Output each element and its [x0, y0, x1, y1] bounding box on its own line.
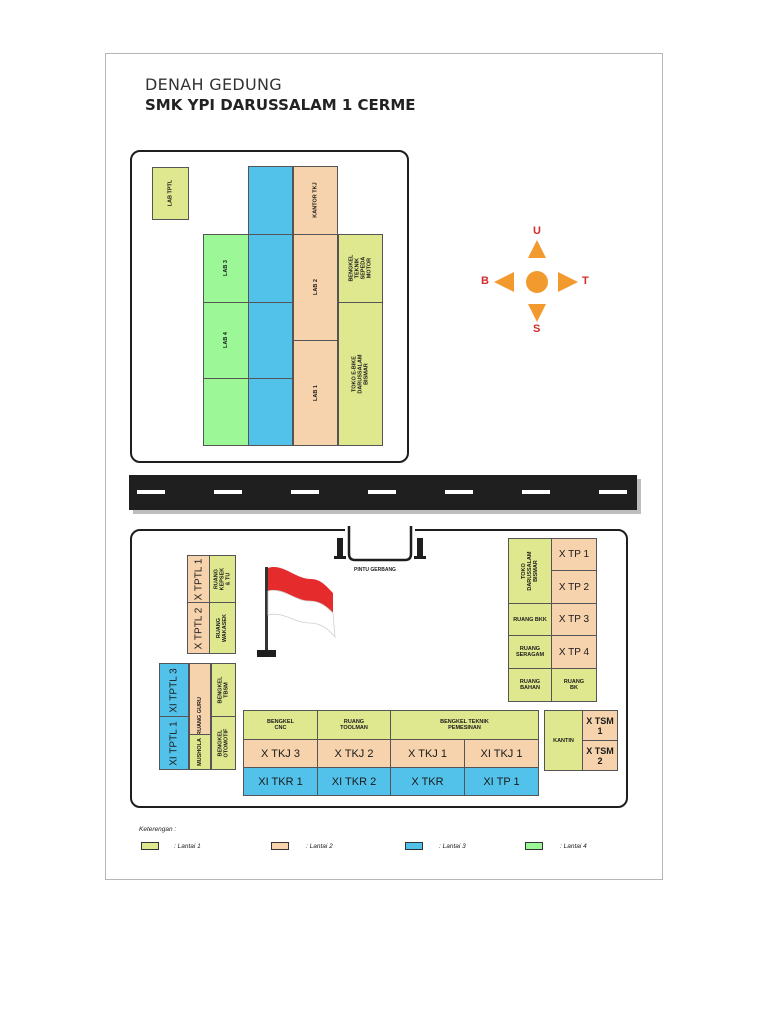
road-dash: [445, 490, 473, 494]
room-x-tkj-2: X TKJ 2: [317, 739, 391, 768]
room-x-tsm-2: X TSM 2: [582, 740, 618, 771]
legend-swatch-lantai-4: [525, 842, 543, 850]
road-dash: [522, 490, 550, 494]
room-lab-4: LAB 4: [203, 302, 249, 379]
room-x-tkr: X TKR: [390, 767, 465, 796]
room-xi-tkr-2: XI TKR 2: [317, 767, 391, 796]
room-x-tkj-1: X TKJ 1: [390, 739, 465, 768]
road-dash: [214, 490, 242, 494]
room-ruang-toolman: RUANG TOOLMAN: [317, 710, 391, 740]
room-bengkel-sepeda-motor: BENGKEL TEKNIK SEPEDA MOTOR: [338, 234, 383, 303]
room-ruang-seragam: RUANG SERAGAM: [508, 635, 552, 669]
room-xi-tptl-3: XI TPTL 3: [159, 663, 189, 717]
room-ruang-wakasek: RUANG WAKASEK: [209, 602, 236, 654]
road-dash: [368, 490, 396, 494]
room-kantor-tkj: KANTOR TKJ: [293, 166, 338, 235]
room-lab-tptl: LAB TPTL: [152, 167, 189, 220]
room-mushola: MUSHOLA: [189, 734, 211, 770]
compass-north-label: U: [533, 225, 541, 237]
gate-icon: [334, 526, 426, 562]
gate-label: PINTU GERBANG: [354, 567, 396, 573]
room-bengkel-cnc: BENGKEL CNC: [243, 710, 318, 740]
legend-label-lantai-1: : Lantai 1: [174, 843, 201, 850]
room-bengkel-otomotif: BENGKEL OTOMOTIF: [211, 716, 236, 770]
room-blue-3: [248, 378, 293, 446]
legend-label-lantai-2: : Lantai 2: [306, 843, 333, 850]
room-ruang-bkk: RUANG BKK: [508, 603, 552, 636]
room-ruang-bahan: RUANG BAHAN: [508, 668, 552, 702]
page-title: DENAH GEDUNG: [145, 75, 282, 94]
room-toko-darussalam-bismar: TOKO DARUSSALAM BISMAR: [508, 538, 552, 604]
compass-icon: [494, 240, 578, 322]
road-dash: [137, 490, 165, 494]
compass-south-label: S: [533, 323, 541, 335]
room-lab-3: LAB 3: [203, 234, 249, 303]
room-x-tp-3: X TP 3: [551, 603, 597, 636]
room-bengkel-tbsm: BENGKEL TBSM: [211, 663, 236, 717]
legend-label-lantai-3: : Lantai 3: [439, 843, 466, 850]
room-xi-tp-1: XI TP 1: [464, 767, 539, 796]
room-kantin: KANTIN: [544, 710, 583, 771]
road: [129, 475, 637, 510]
legend-title: Keterengan :: [139, 826, 177, 833]
page-subtitle: SMK YPI DARUSSALAM 1 CERME: [145, 96, 416, 114]
road-dash: [291, 490, 319, 494]
compass-east-label: T: [582, 275, 589, 287]
road-dash: [599, 490, 627, 494]
room-toko-ebike: TOKO E-BIKE DARUSSALAM BISMAR: [338, 302, 383, 446]
room-blue-2: [248, 302, 293, 379]
room-x-tp-2: X TP 2: [551, 570, 597, 604]
room-stair-top: [248, 166, 293, 235]
room-lab-1: LAB 1: [293, 340, 338, 446]
room-green-bottom: [203, 378, 249, 446]
room-xi-tptl-1: XI TPTL 1: [159, 716, 189, 770]
room-bengkel-teknik-pemesinan: BENGKEL TEKNIK PEMESINAN: [390, 710, 539, 740]
legend-swatch-lantai-1: [141, 842, 159, 850]
room-lab-2: LAB 2: [293, 234, 338, 341]
room-x-tsm-1: X TSM 1: [582, 710, 618, 741]
room-x-tkj-3: X TKJ 3: [243, 739, 318, 768]
room-xi-tkr-1: XI TKR 1: [243, 767, 318, 796]
legend-swatch-lantai-2: [271, 842, 289, 850]
room-ruang-kepsek-tu: RUANG KEPSEK & TU: [209, 555, 236, 603]
room-x-tptl-1: X TPTL 1: [187, 555, 210, 603]
room-x-tp-4: X TP 4: [551, 635, 597, 669]
room-ruang-bk: RUANG BK: [551, 668, 597, 702]
room-x-tp-1: X TP 1: [551, 538, 597, 571]
room-x-tptl-2: X TPTL 2: [187, 602, 210, 654]
compass-west-label: B: [481, 275, 489, 287]
room-xi-tkj-1: XI TKJ 1: [464, 739, 539, 768]
room-blue-1: [248, 234, 293, 303]
flag-icon: [257, 567, 336, 657]
legend-label-lantai-4: : Lantai 4: [560, 843, 587, 850]
legend-swatch-lantai-3: [405, 842, 423, 850]
